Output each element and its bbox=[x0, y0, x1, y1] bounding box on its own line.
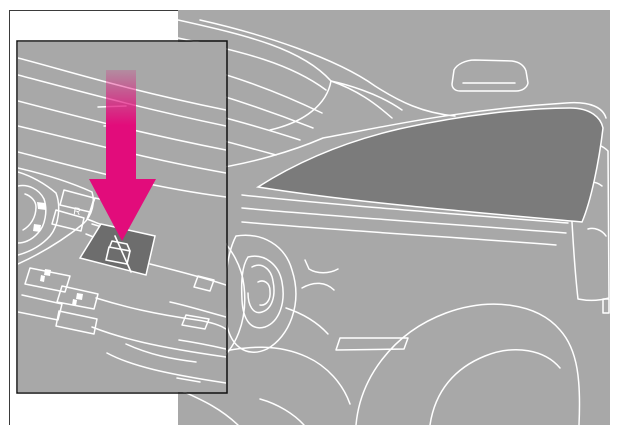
rear-window-switch-label: R bbox=[73, 206, 82, 218]
cabin-background-scene bbox=[178, 10, 610, 425]
